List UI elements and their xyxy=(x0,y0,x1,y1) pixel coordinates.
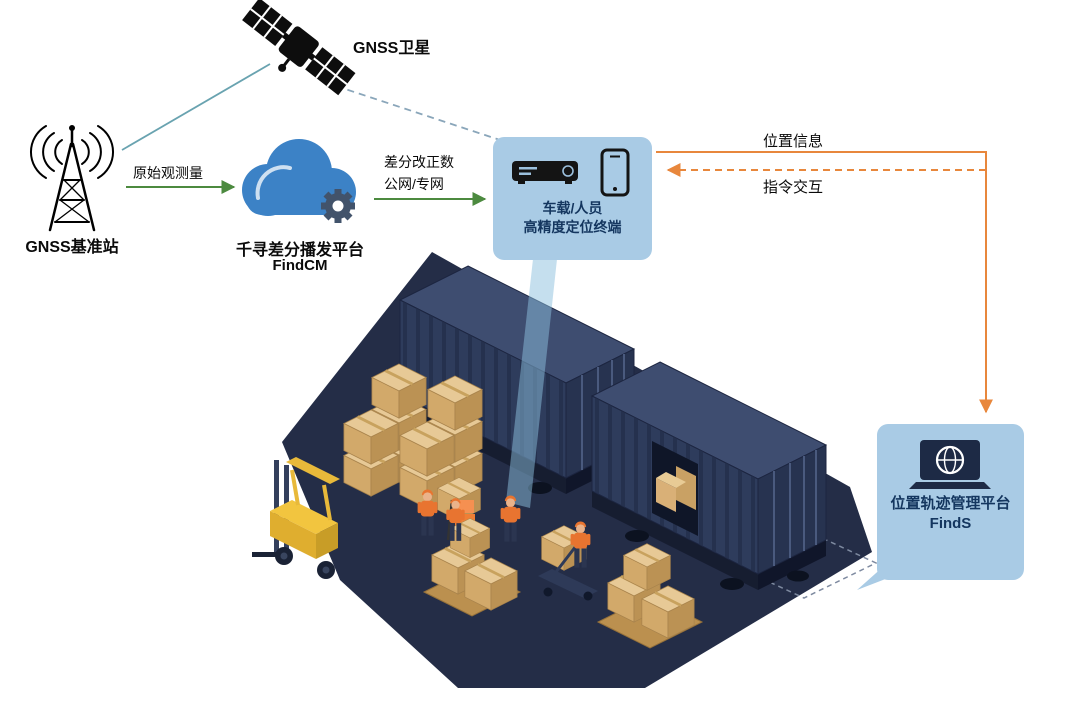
base-station-icon xyxy=(29,125,115,232)
terminal-icons xyxy=(511,148,629,197)
warehouse-scene-illustration xyxy=(252,250,878,688)
satellite-label: GNSS卫星 xyxy=(353,40,431,57)
line-satellite-to-base xyxy=(121,63,271,151)
pallet-boxes-center xyxy=(422,517,522,617)
gear-icon xyxy=(321,189,355,223)
terminal-label-line2: 高精度定位终端 xyxy=(523,218,622,235)
smartphone-icon xyxy=(600,148,629,197)
raw-observation-label: 原始观测量 xyxy=(133,165,203,181)
terminal-label-line1: 车载/人员 xyxy=(542,200,603,216)
beam-callout xyxy=(506,250,558,508)
management-platform-callout: 位置轨迹管理平台 FindS xyxy=(877,424,1024,580)
correction-label-line2: 公网/专网 xyxy=(384,176,444,192)
management-platform-name: 位置轨迹管理平台 xyxy=(890,495,1011,512)
connections xyxy=(121,63,993,414)
pallet-jack xyxy=(538,524,598,601)
forklift-icon xyxy=(252,457,340,579)
pallet-boxes-right xyxy=(596,542,704,649)
vehicle-terminal-icon xyxy=(511,161,578,184)
command-interaction-label: 指令交互 xyxy=(763,179,824,196)
position-info-label: 位置信息 xyxy=(763,133,824,150)
arrow-position-info xyxy=(656,151,993,414)
terminal-callout: 车载/人员 高精度定位终端 xyxy=(493,137,652,260)
gnss-satellite-icon xyxy=(242,0,356,96)
management-platform-product: FindS xyxy=(929,515,972,533)
base-station-label: GNSS基准站 xyxy=(25,239,119,256)
cloud-platform-product: FindCM xyxy=(272,257,328,274)
cloud-icon xyxy=(242,139,356,223)
laptop-globe-icon xyxy=(908,440,991,489)
floor-dashed-zone xyxy=(748,537,878,599)
line-satellite-to-terminal xyxy=(335,85,501,141)
shipping-container-right xyxy=(591,361,827,591)
correction-label-line1: 差分改正数 xyxy=(384,154,454,170)
cloud-platform-name: 千寻差分播发平台 xyxy=(235,242,364,259)
globe-icon xyxy=(935,445,964,475)
